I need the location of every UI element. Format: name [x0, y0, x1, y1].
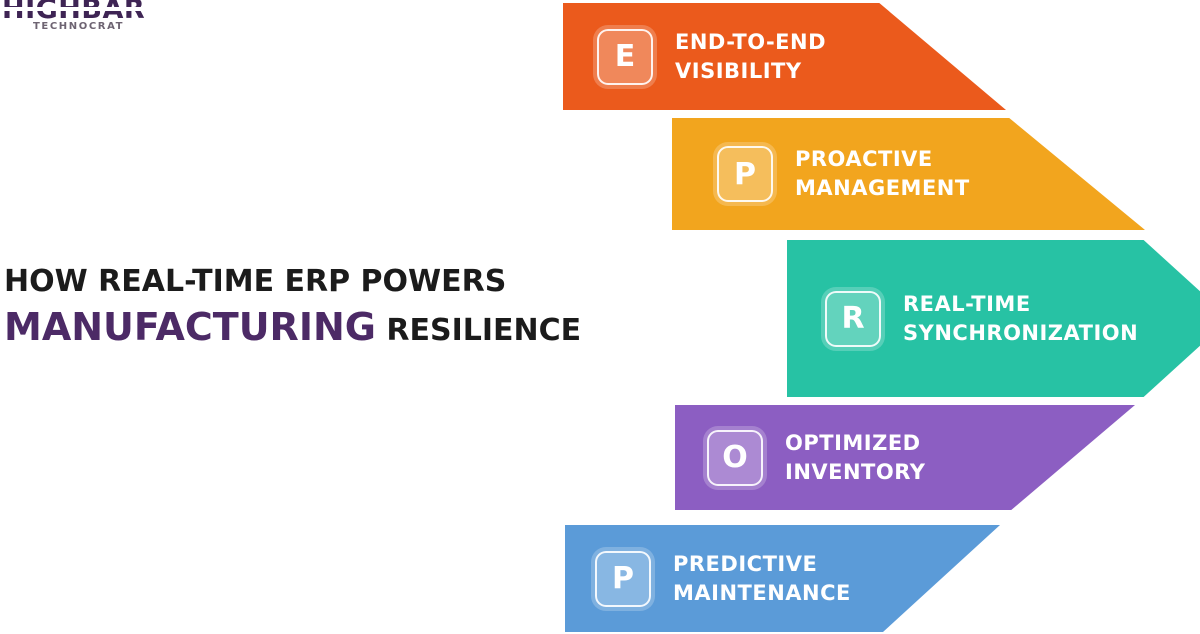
highbar-logo: HIGHBAR TECHNOCRAT [0, 0, 182, 40]
banner-line-2: VISIBILITY [675, 58, 802, 83]
logo-slice-decoration [0, 7, 142, 11]
banner-optimized-inventory: O OPTIMIZED INVENTORY [675, 405, 1135, 510]
banner-line-1: PREDICTIVE [673, 551, 818, 576]
letter-badge-e: E [597, 28, 653, 85]
banner-line-2: MAINTENANCE [673, 580, 851, 605]
banner-label: PROACTIVE MANAGEMENT [795, 145, 970, 203]
banner-line-1: OPTIMIZED [785, 430, 921, 455]
banner-line-1: REAL-TIME [903, 291, 1031, 316]
banner-line-2: SYNCHRONIZATION [903, 320, 1139, 345]
title-rest: RESILIENCE [375, 313, 582, 348]
letter-badge-r: R [825, 290, 881, 347]
banner-real-time-synchronization: R REAL-TIME SYNCHRONIZATION [787, 240, 1200, 397]
banner-line-1: PROACTIVE [795, 147, 933, 171]
title-line-2: MANUFACTURING RESILIENCE [4, 305, 581, 353]
banner-line-2: INVENTORY [785, 459, 926, 484]
letter-badge-p: P [717, 146, 773, 202]
banner-label: END-TO-END VISIBILITY [675, 28, 826, 86]
banner-line-1: END-TO-END [675, 29, 827, 54]
title-line-1: HOW REAL-TIME ERP POWERS [4, 264, 507, 299]
banner-line-2: MANAGEMENT [795, 176, 970, 200]
title-highlight: MANUFACTURING [4, 305, 376, 349]
logo-subtitle: TECHNOCRAT [33, 21, 125, 32]
banner-label: OPTIMIZED INVENTORY [785, 429, 925, 487]
logo-wordmark: HIGHBAR [2, 0, 146, 25]
letter-badge-p2: P [595, 550, 651, 607]
banner-label: PREDICTIVE MAINTENANCE [673, 550, 851, 608]
letter-badge-o: O [707, 429, 763, 486]
banner-label: REAL-TIME SYNCHRONIZATION [903, 290, 1138, 348]
banner-predictive-maintenance: P PREDICTIVE MAINTENANCE [565, 525, 1000, 632]
page-title: HOW REAL-TIME ERP POWERS MANUFACTURING R… [4, 264, 581, 353]
banner-proactive-management: P PROACTIVE MANAGEMENT [672, 118, 1145, 230]
banner-end-to-end-visibility: E END-TO-END VISIBILITY [563, 3, 1006, 110]
